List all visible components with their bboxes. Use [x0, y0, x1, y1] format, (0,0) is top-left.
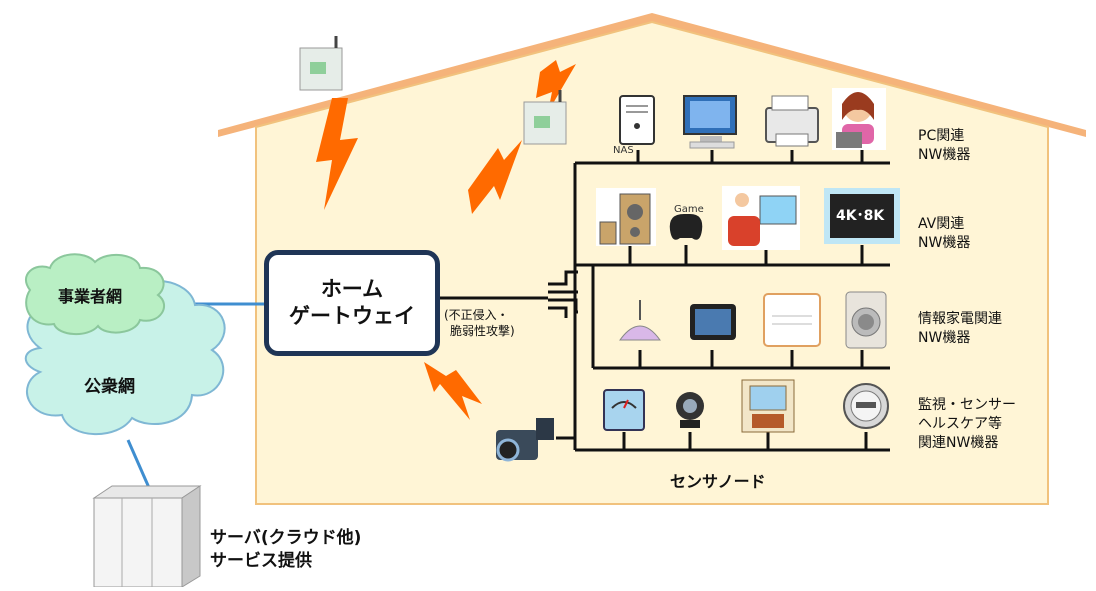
- home-gateway-box: ホーム ゲートウェイ: [264, 250, 440, 356]
- group-label-monitoring-line1: 監視・センサー: [918, 397, 1016, 413]
- tablet-icon: [690, 304, 736, 340]
- group-label-appliance-line2: NW機器: [918, 329, 971, 346]
- operator-network-label: 事業者網: [58, 287, 123, 306]
- uplink-server: [126, 439, 152, 491]
- lightning-icon: [424, 362, 482, 420]
- attack-note-line2: 脆弱性攻撃): [450, 324, 515, 339]
- group-label-pc: PC関連 NW機器: [918, 127, 970, 165]
- washing-machine-icon: [845, 291, 887, 349]
- person-with-laptop-icon: [832, 88, 886, 150]
- air-purifier-icon: [763, 293, 821, 347]
- server-rack-icon: [92, 485, 202, 588]
- operator-network-cloud: [24, 253, 165, 335]
- 4k-8k-tv-icon: [824, 188, 900, 244]
- attack-note-line1: (不正侵入・: [444, 308, 509, 322]
- server-label: サーバ(クラウド他) サービス提供: [210, 527, 361, 573]
- group-label-pc-line1: PC関連: [918, 128, 965, 144]
- group-label-av-line1: AV関連: [918, 216, 965, 232]
- watching-tv-icon: [722, 186, 800, 250]
- group-label-appliance-line1: 情報家電関連: [918, 311, 1002, 327]
- group-label-av-line2: NW機器: [918, 234, 971, 251]
- group-label-monitoring: 監視・センサー ヘルスケア等 関連NW機器: [918, 396, 1016, 453]
- server-label-line1: サーバ(クラウド他): [210, 528, 362, 548]
- lightning-icon: [468, 140, 522, 214]
- game-tag: Game: [674, 204, 704, 215]
- printer-icon: [765, 95, 819, 147]
- public-network-label: 公衆網: [84, 377, 135, 397]
- attack-note: (不正侵入・ 脆弱性攻撃): [444, 307, 515, 339]
- wireless-sensor-icon: [523, 90, 567, 145]
- game-controller-icon: [669, 214, 703, 240]
- wireless-sensor-icon: [299, 36, 343, 91]
- server-label-line2: サービス提供: [210, 550, 312, 571]
- tv-tag: 4K･8K: [836, 208, 885, 224]
- pc-monitor-icon: [683, 95, 737, 149]
- sensor-node-label: センサノード: [670, 472, 766, 491]
- speaker-icon: [596, 188, 656, 246]
- group-label-pc-line2: NW機器: [918, 146, 971, 163]
- gateway-label-line1: ホーム: [320, 276, 384, 301]
- scale-icon: [603, 389, 645, 431]
- nas-tag: NAS: [613, 145, 634, 156]
- smart-meter-icon: [843, 383, 889, 429]
- group-label-av: AV関連 NW機器: [918, 215, 970, 253]
- security-camera-icon: [496, 418, 554, 462]
- group-label-appliance: 情報家電関連 NW機器: [918, 310, 1002, 348]
- nas-icon: [619, 95, 655, 145]
- lightning-icon: [316, 98, 358, 210]
- gateway-label-line2: ゲートウェイ: [289, 304, 415, 328]
- group-label-monitoring-line3: 関連NW機器: [918, 434, 999, 451]
- lightning-icon: [536, 60, 576, 112]
- group-label-monitoring-line2: ヘルスケア等: [918, 415, 1002, 432]
- network-bus: [440, 150, 890, 452]
- lamp-icon: [619, 300, 661, 341]
- window-room-icon: [741, 379, 795, 433]
- webcam-icon: [676, 392, 704, 428]
